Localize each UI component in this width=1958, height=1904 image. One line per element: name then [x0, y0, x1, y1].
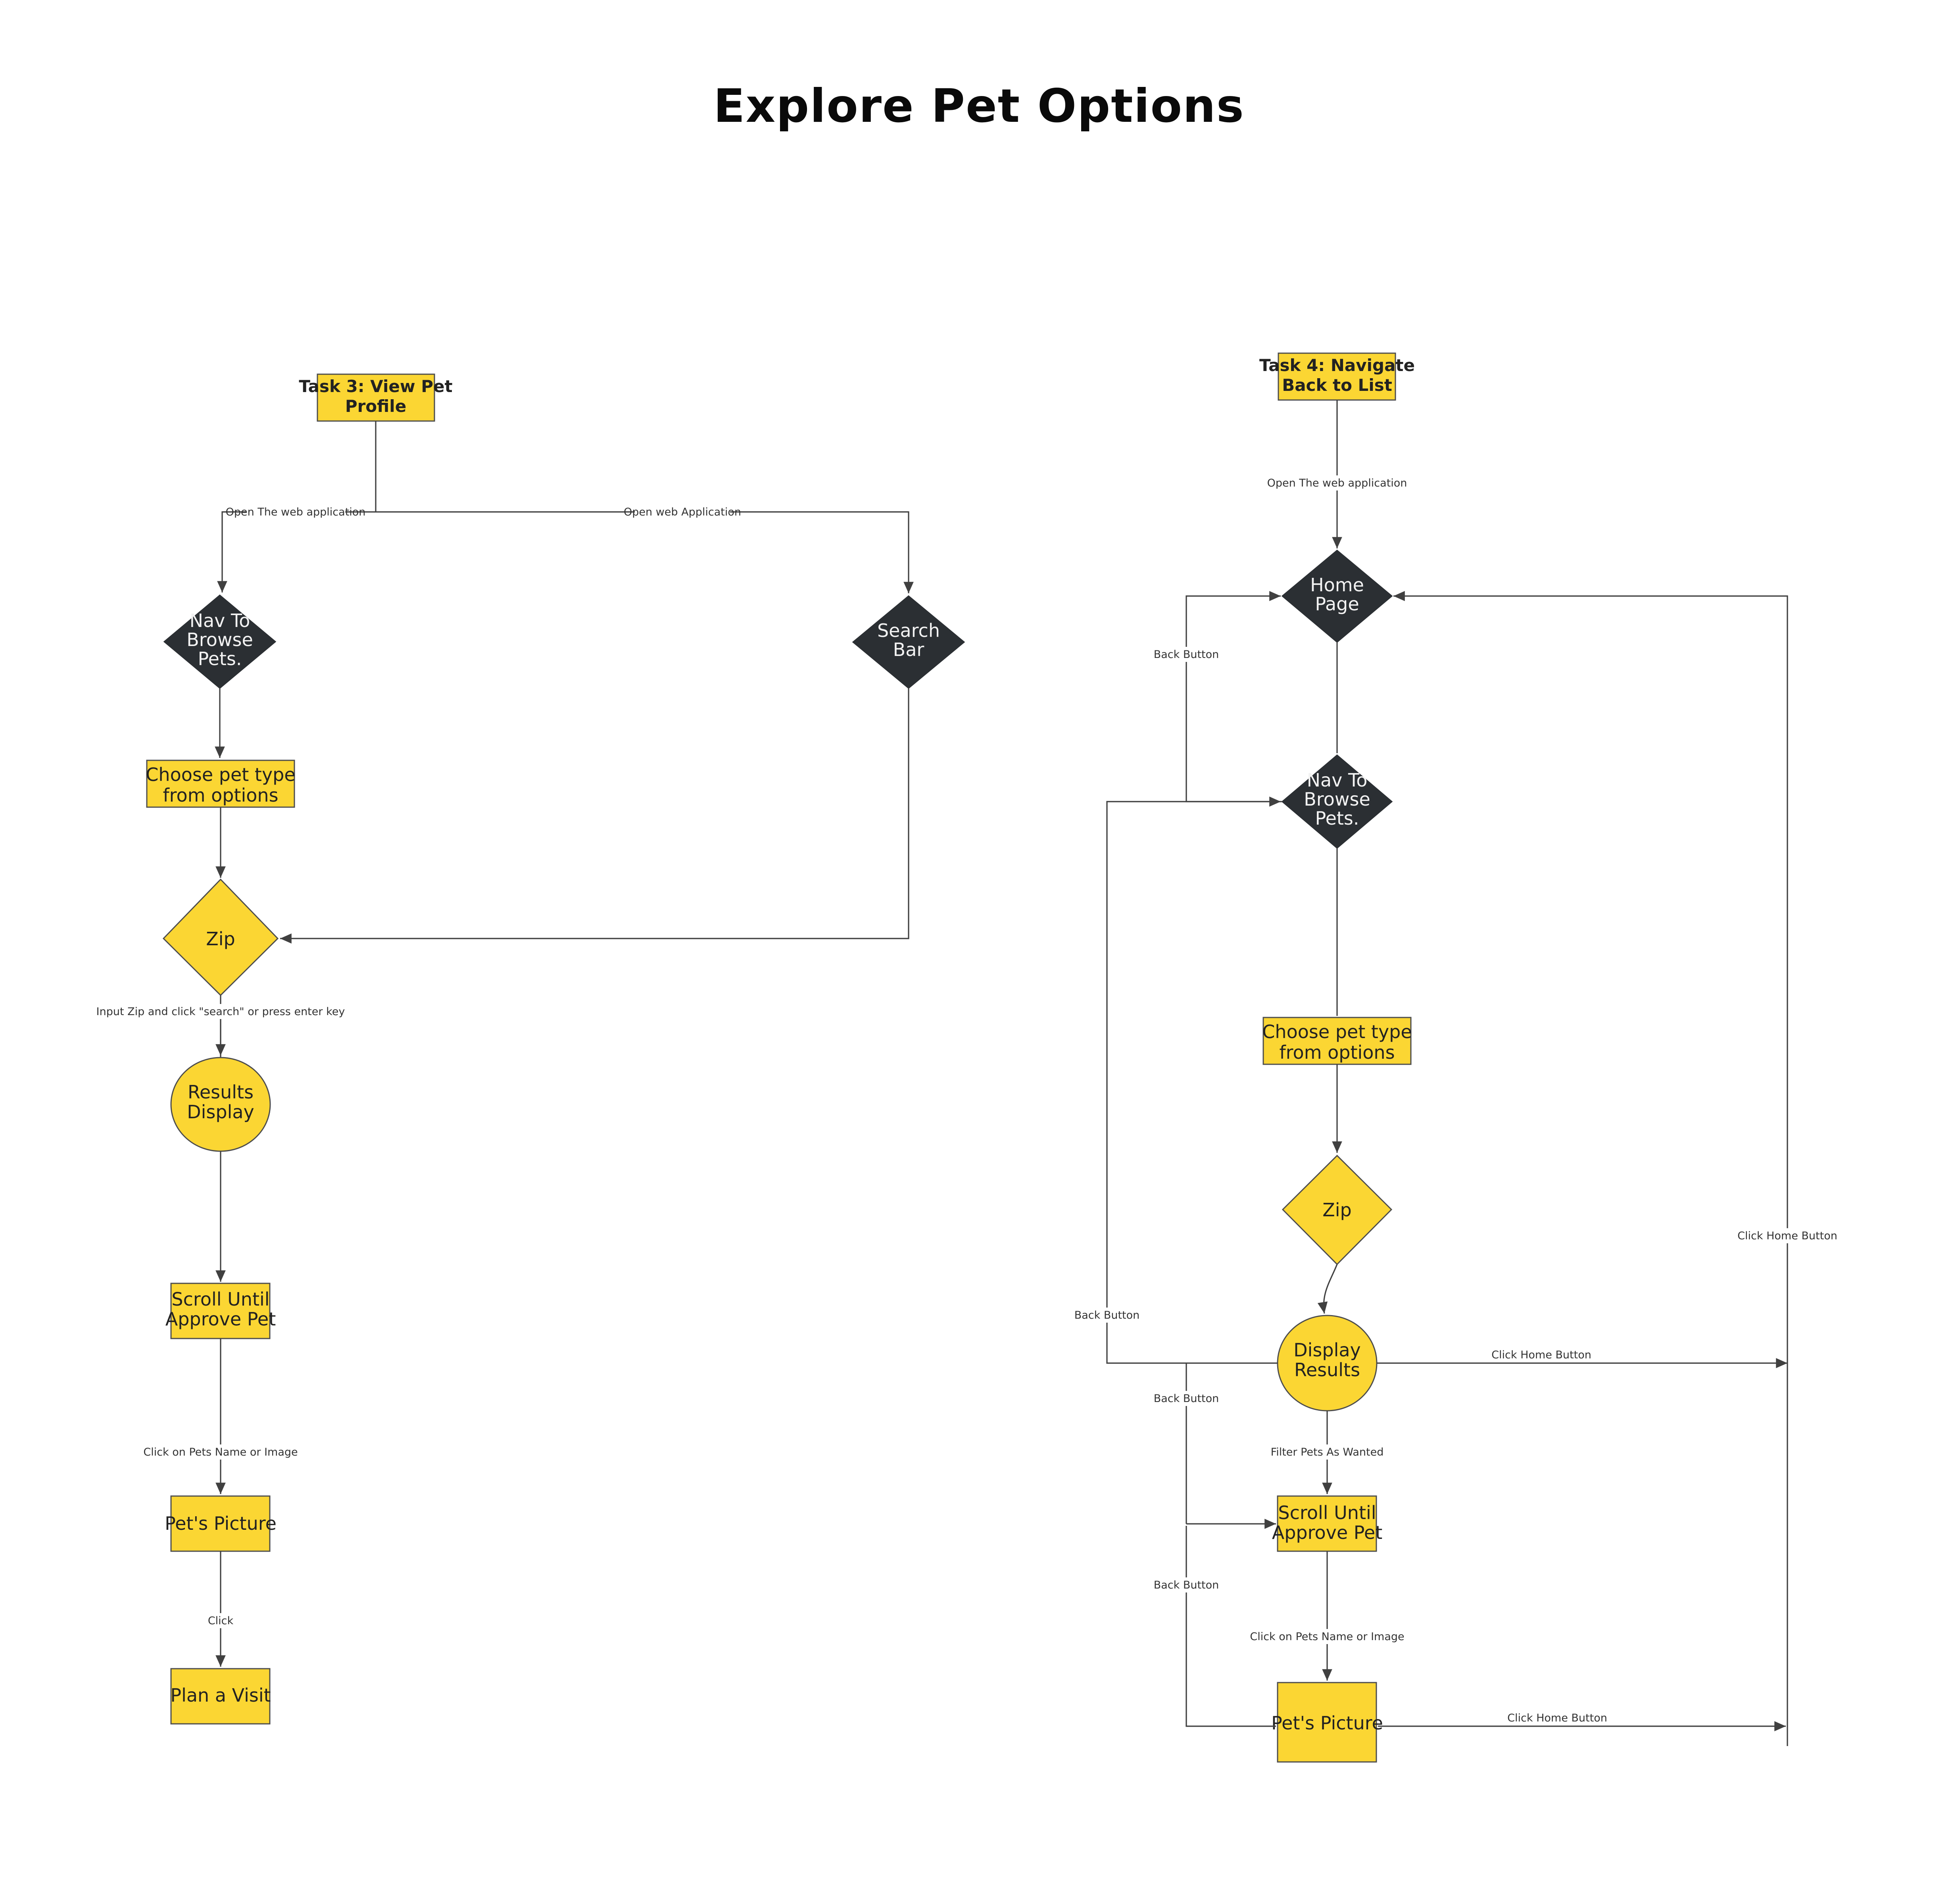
edge-label-open-left: Open The web application [226, 506, 366, 518]
node-t3-zip[interactable]: Zip [162, 878, 279, 996]
node-label: Back to List [1282, 375, 1392, 395]
node-task4-start[interactable]: Task 4: Navigate Back to List [1259, 352, 1415, 401]
node-label: Display [187, 1101, 254, 1123]
node-t3-search-bar[interactable]: Search Bar [852, 595, 965, 689]
node-t4-pets-picture[interactable]: Pet's Picture [1271, 1682, 1383, 1763]
node-task3-start[interactable]: Task 3: View Pet Profile [299, 373, 453, 422]
label-bg [1250, 1629, 1408, 1644]
edge-label-back-scroll-results: Back Button [1154, 1392, 1219, 1405]
node-label: Choose pet type [146, 764, 295, 785]
node-t3-pets-picture[interactable]: Pet's Picture [165, 1495, 277, 1552]
edge-t3-search-to-zip [280, 688, 909, 944]
node-t4-choose-pet-type[interactable]: Choose pet type from options [1262, 1017, 1412, 1065]
node-t4-zip[interactable]: Zip [1282, 1154, 1393, 1265]
node-label: Browse [186, 629, 253, 650]
label-bg [1135, 647, 1238, 662]
node-label: Zip [1322, 1199, 1352, 1221]
node-t3-scroll-until-approve[interactable]: Scroll Until Approve Pet [165, 1283, 276, 1339]
edge-label-zip-input: Input Zip and click "search" or press en… [96, 1006, 345, 1018]
node-label: Pets. [198, 648, 242, 669]
edge-label-open-right: Open web Application [624, 506, 741, 518]
node-label: Nav To [190, 610, 250, 631]
edge-label-back-nav-home: Back Button [1154, 648, 1219, 661]
edge-label-t4-click-name: Click on Pets Name or Image [1250, 1631, 1404, 1643]
edge-t4-back-nav-to-home [1186, 591, 1282, 802]
edge-label-click: Click [208, 1615, 234, 1627]
node-label: Pets. [1315, 808, 1359, 829]
node-label: Approve Pet [1272, 1522, 1383, 1543]
node-t3-nav-browse-pets[interactable]: Nav To Browse Pets. [163, 594, 277, 689]
node-label: Scroll Until [1278, 1502, 1376, 1523]
edge-t3-start-to-nav [217, 511, 376, 592]
node-label: Pet's Picture [1271, 1712, 1383, 1734]
node-label: Browse [1304, 789, 1370, 810]
node-label: Search [877, 620, 940, 641]
page-title: Explore Pet Options [713, 79, 1245, 133]
node-label: Plan a Visit [170, 1685, 271, 1706]
node-label: Results [188, 1081, 254, 1103]
edge-label-home-from-results: Click Home Button [1491, 1349, 1591, 1361]
node-t3-plan-a-visit[interactable]: Plan a Visit [170, 1668, 271, 1725]
edge-label-click-name: Click on Pets Name or Image [143, 1446, 298, 1458]
node-t4-home-page[interactable]: Home Page [1281, 550, 1393, 643]
label-bg [190, 1613, 254, 1628]
label-bg [1270, 475, 1407, 490]
node-t3-choose-pet-type[interactable]: Choose pet type from options [146, 760, 296, 808]
node-label: Profile [345, 396, 406, 416]
edge-label-home-from-pic: Click Home Button [1507, 1712, 1607, 1724]
node-label: Results [1294, 1359, 1360, 1381]
edge-t4-back-results-to-nav [1106, 796, 1281, 1364]
label-bg [1135, 1577, 1238, 1592]
label-bg [1476, 1347, 1607, 1362]
node-label: from options [1279, 1042, 1395, 1063]
node-label: Page [1315, 593, 1359, 615]
label-bg [1135, 1391, 1238, 1406]
label-bg [246, 504, 345, 520]
node-t4-nav-browse-pets[interactable]: Nav To Browse Pets. [1281, 754, 1393, 849]
node-label: Display [1293, 1339, 1361, 1361]
node-t4-scroll-until-approve[interactable]: Scroll Until Approve Pet [1272, 1495, 1383, 1552]
label-bg [1492, 1710, 1623, 1725]
node-t3-results-display[interactable]: Results Display [170, 1057, 271, 1152]
node-label: Task 3: View Pet [299, 377, 452, 396]
node-label: Choose pet type [1262, 1021, 1412, 1042]
edge-label-back-pic-scroll: Back Button [1154, 1579, 1219, 1591]
edge-t4-zip-to-results [1317, 1264, 1338, 1314]
edge-t3-start-to-search [376, 511, 914, 593]
label-bg [143, 1444, 302, 1460]
node-label: Nav To [1307, 769, 1368, 791]
edge-label-t4-open: Open The web application [1267, 477, 1407, 489]
node-t4-display-results[interactable]: Display Results [1277, 1315, 1378, 1412]
edge-label-home-right: Click Home Button [1737, 1230, 1837, 1242]
node-label: Zip [206, 928, 235, 950]
label-bg [1258, 1444, 1399, 1460]
node-label: Bar [893, 639, 924, 660]
label-bg [1057, 1308, 1159, 1323]
node-label: Home [1310, 574, 1364, 596]
node-label: from options [163, 785, 278, 806]
node-label: Pet's Picture [165, 1513, 277, 1534]
node-label: Scroll Until [171, 1289, 269, 1310]
label-bg [1722, 1228, 1853, 1243]
edge-label-back-results-nav: Back Button [1074, 1309, 1140, 1321]
label-bg [131, 1004, 313, 1019]
edge-label-filter: Filter Pets As Wanted [1271, 1446, 1384, 1458]
edge-t4-back-pic-to-scroll [1186, 1526, 1276, 1727]
node-label: Approve Pet [165, 1308, 276, 1330]
node-label: Task 4: Navigate [1259, 356, 1415, 375]
label-bg [635, 504, 730, 520]
edge-t4-right-rail-to-home [1393, 591, 1788, 1746]
